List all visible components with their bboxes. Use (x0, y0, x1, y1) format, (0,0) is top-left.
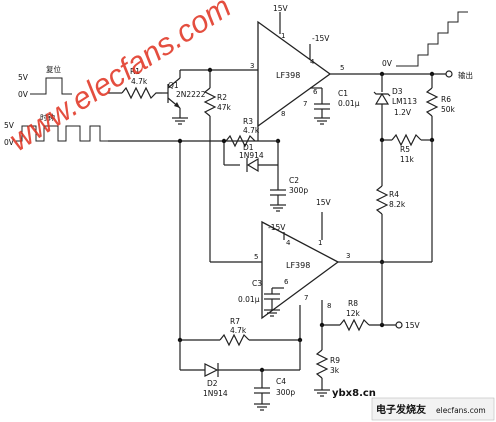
r9-ground (314, 389, 330, 397)
ic1-vplus: 15V (273, 4, 289, 13)
bottom-watermark: ybx8.cn (332, 388, 376, 399)
d2-ref: D2 (207, 379, 218, 388)
staircase-waveform (396, 11, 468, 67)
r3-ref: R3 (243, 117, 253, 126)
r2-ref: R2 (217, 93, 227, 102)
ic2-pin-8: 8 (327, 302, 331, 310)
elecfans-logo: 电子发烧友 elecfans.com (371, 397, 495, 421)
ic1-vminus: -15V (312, 34, 330, 43)
clock-low-label: 0V (4, 138, 15, 147)
r8-rail-label: 15V (405, 321, 421, 330)
d3-zener (373, 91, 391, 105)
reset-label: 复位 (46, 64, 61, 74)
c4-capacitor (254, 387, 270, 411)
r9-value: 3k (330, 366, 340, 375)
r9-resistor (315, 349, 329, 379)
c4-value: 300p (276, 388, 295, 397)
d2-value: 1N914 (203, 389, 228, 398)
r7-resistor (219, 333, 250, 347)
ic1-pin-7: 7 (303, 100, 307, 108)
r3-resistor (225, 134, 256, 148)
q1-value: 2N2222 (176, 90, 206, 99)
q1-ref: Q1 (168, 81, 179, 90)
output-terminal (445, 70, 453, 78)
r4-ref: R4 (389, 190, 399, 199)
ic2-pin-7: 7 (304, 294, 308, 302)
c3-ref: C3 (252, 279, 262, 288)
supply-terminal (395, 321, 403, 329)
r1-resistor (121, 86, 162, 100)
r1-value: 4.7k (131, 77, 148, 86)
d3-value: LM113 (392, 97, 417, 106)
d2-diode (204, 363, 219, 377)
d3-ref: D3 (392, 87, 403, 96)
logo-subtext: elecfans.com (436, 406, 486, 415)
diagonal-watermark: www.elecfans.com (3, 0, 237, 158)
c2-ref: C2 (289, 176, 299, 185)
q1-transistor (162, 70, 188, 125)
output-label: 输出 (458, 70, 473, 80)
logo-text: 电子发烧友 (376, 403, 426, 416)
ic2-name: LF398 (286, 261, 310, 270)
r6-ref: R6 (441, 95, 451, 104)
ic2-pin-5: 5 (254, 253, 258, 261)
c1-capacitor (314, 103, 330, 125)
d1-value: 1N914 (239, 151, 264, 160)
c2-value: 300p (289, 186, 308, 195)
r8-value: 12k (346, 309, 361, 318)
clock-label: 时钟 (40, 112, 55, 122)
c3-capacitor (264, 293, 280, 317)
d1-diode (246, 157, 259, 173)
ic1-pin-8: 8 (281, 110, 285, 118)
c4-ref: C4 (276, 377, 286, 386)
r7-ref: R7 (230, 317, 240, 326)
ic1-pin-3: 3 (250, 62, 254, 70)
ic1-name: LF398 (276, 71, 300, 80)
reset-input: 5V 0V 复位 (18, 64, 72, 99)
r5-value: 11k (400, 155, 415, 164)
output-rail-label: 0V (382, 59, 393, 68)
c1-ref: C1 (338, 89, 348, 98)
ic2-pin-1: 1 (318, 239, 322, 247)
r9-ref: R9 (330, 356, 340, 365)
ic2-pin-6: 6 (284, 278, 289, 286)
ic1-amplifier (257, 20, 332, 128)
d3-voltage: 1.2V (394, 108, 412, 117)
ic1-pin-1: 1 (281, 32, 285, 40)
ic2-pin-4: 4 (286, 239, 291, 247)
r5-resistor (391, 133, 422, 147)
r4-resistor (375, 185, 389, 215)
d1-ref: D1 (243, 143, 254, 152)
c3-value: 0.01μ (238, 295, 260, 304)
r2-resistor (203, 87, 217, 117)
r1-ref: R1 (130, 67, 140, 76)
ic1-pin-4: 4 (310, 58, 315, 66)
r3-value: 4.7k (243, 126, 260, 135)
r5-ref: R5 (400, 145, 410, 154)
r8-ref: R8 (348, 299, 358, 308)
clock-input: 5V 0V 时钟 (4, 112, 108, 147)
r7-value: 4.7k (230, 326, 247, 335)
clock-high-label: 5V (4, 121, 15, 130)
c1-value: 0.01μ (338, 99, 360, 108)
reset-high-label: 5V (18, 73, 29, 82)
r6-resistor (425, 87, 439, 117)
r4-value: 8.2k (389, 200, 406, 209)
ic2-vminus: -15V (268, 223, 286, 232)
ic1-pin-5: 5 (340, 64, 344, 72)
reset-low-label: 0V (18, 90, 29, 99)
r2-value: 47k (217, 103, 232, 112)
clock-pulse-waveform (16, 125, 108, 142)
junction-dot (221, 138, 227, 144)
ic2-amplifier (261, 220, 340, 320)
r6-value: 50k (441, 105, 456, 114)
r8-resistor (339, 318, 370, 332)
ic1-pin-6: 6 (313, 88, 318, 96)
ic2-pin-3: 3 (346, 252, 350, 260)
c2-capacitor (270, 189, 286, 212)
junction-dot (177, 138, 183, 144)
reset-pulse-waveform (30, 77, 72, 95)
ic2-vplus: 15V (316, 198, 332, 207)
